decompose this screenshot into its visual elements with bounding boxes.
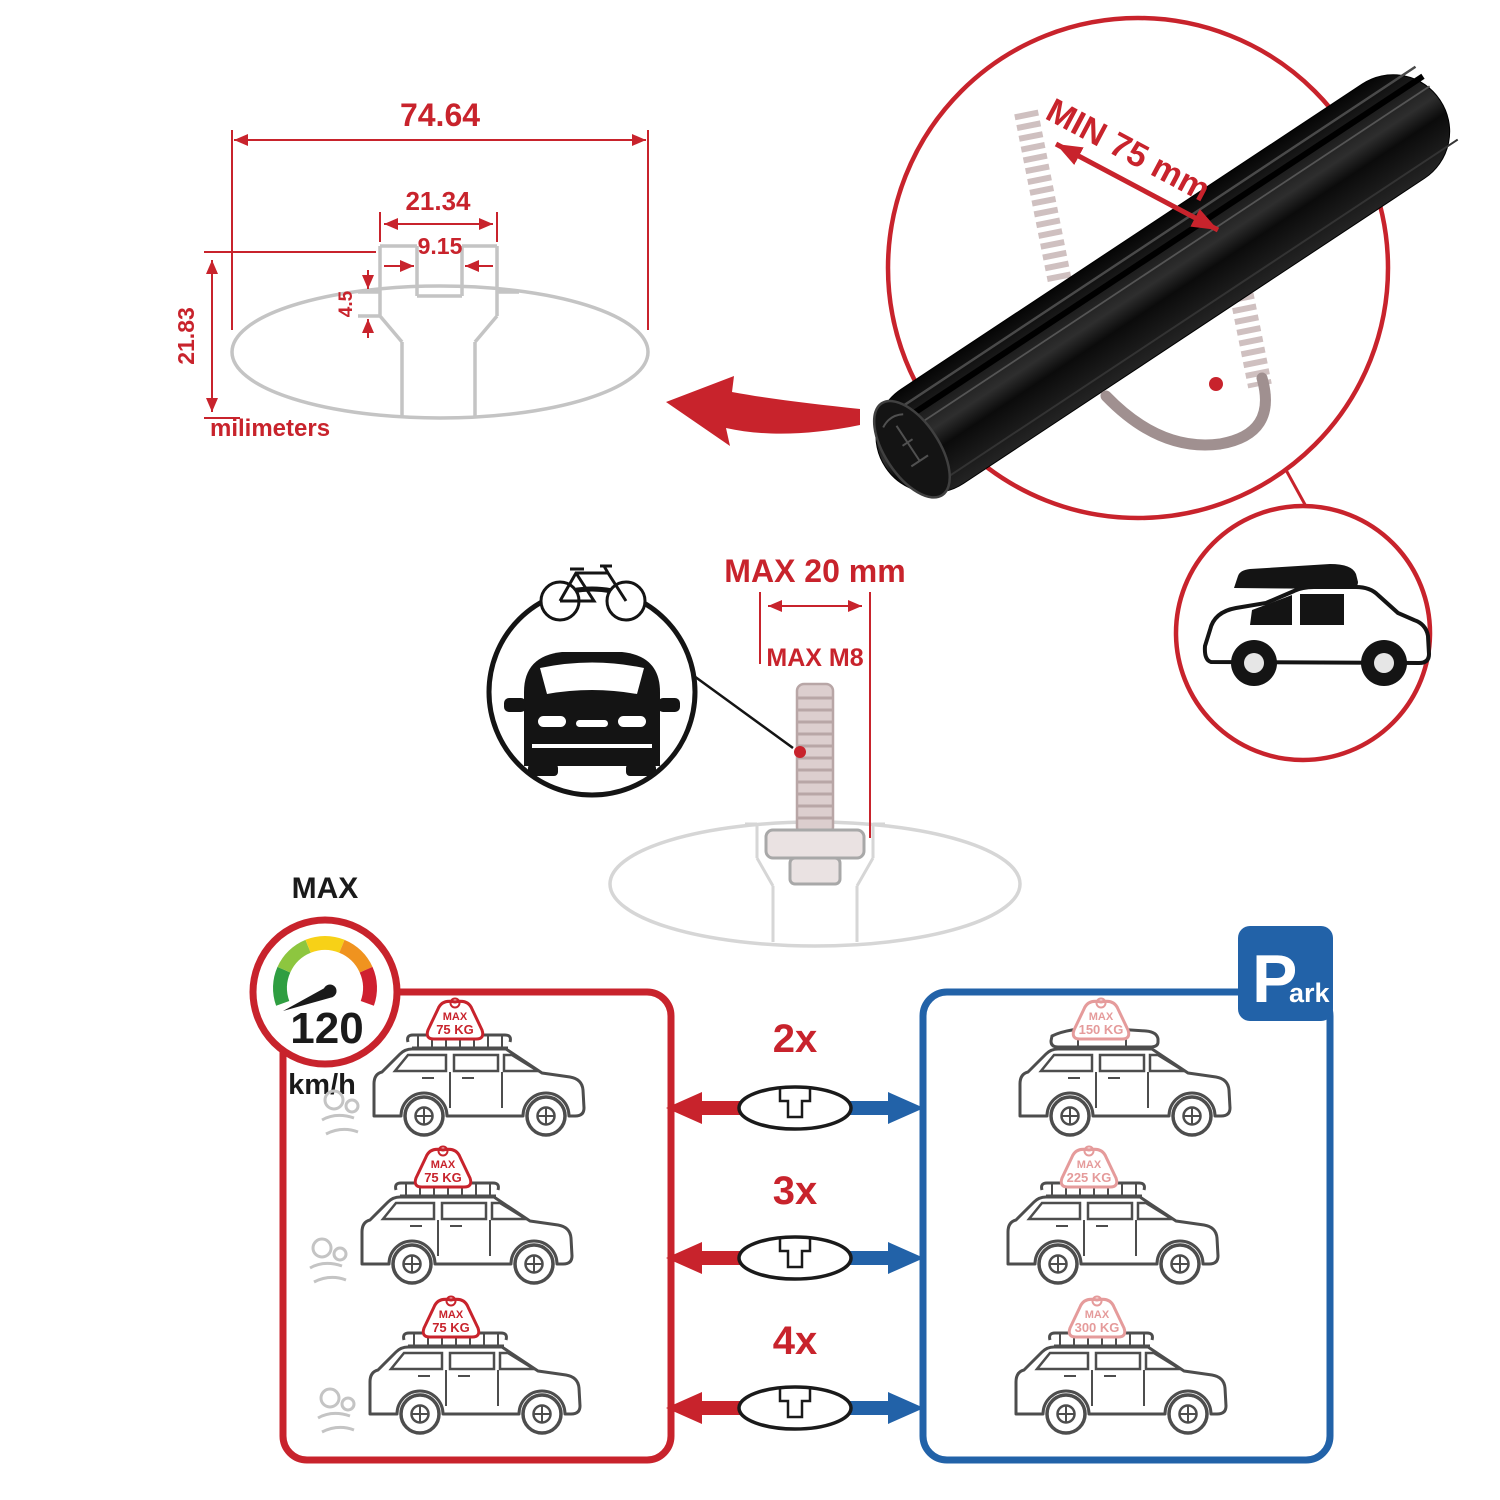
label-total-width: 74.64 [400, 97, 480, 133]
gauge-max-label: MAX [292, 872, 359, 905]
label-units: milimeters [210, 415, 330, 442]
label-bolt-max-width: MAX 20 mm [724, 553, 905, 589]
badge-max-label: MAX [1077, 1159, 1102, 1171]
gauge-hub [323, 984, 337, 998]
badge-weight: 75 KG [432, 1320, 470, 1335]
clamp-threaded-rod-left [1014, 109, 1072, 285]
badge-weight: 300 KG [1075, 1320, 1120, 1335]
roof-box-icon [1234, 564, 1358, 589]
bolt-threads [797, 696, 833, 820]
load-badge-parked-1: MAX 150 KG [1071, 997, 1131, 1041]
suv-roofbox-badge [1173, 503, 1433, 763]
car-mirror-right [658, 698, 680, 712]
badge-max-label: MAX [1085, 1309, 1110, 1321]
badge-weight: 75 KG [424, 1170, 462, 1185]
load-badge-driving-1: MAX 75 KG [425, 997, 485, 1041]
park-sign-plate [1238, 926, 1333, 1021]
car-mirror-left [504, 698, 526, 712]
park-sign-suffix: ark [1289, 978, 1331, 1008]
circle-connector-line [1284, 469, 1310, 511]
driving-row-3: MAX 75 KG [316, 1295, 582, 1435]
bolt-foot [788, 856, 842, 886]
gauge-units: km/h [288, 1069, 356, 1101]
load-badge-parked-3: MAX 300 KG [1067, 1295, 1127, 1339]
badge-weight: 150 KG [1079, 1022, 1124, 1037]
car-headlight-left [538, 716, 566, 727]
detail-pointer-arrow [666, 376, 860, 446]
badge-max-label: MAX [1089, 1011, 1114, 1023]
bike-car-badge [486, 564, 698, 798]
left-arrow-icon [666, 1392, 702, 1424]
gauge-value: 120 [290, 1004, 363, 1053]
count-label-1: 2x [773, 1017, 818, 1061]
bolt-extension-lines [759, 592, 871, 838]
suv-wheel-front-rim [1244, 653, 1264, 673]
right-arrow-icon [888, 1092, 924, 1124]
load-badge-driving-2: MAX 75 KG [413, 1145, 473, 1189]
park-sign: P ark [1238, 926, 1333, 1021]
crossbar-cross-section-icon [737, 1385, 853, 1431]
badge-weight: 225 KG [1067, 1170, 1112, 1185]
label-channel-width: 21.34 [405, 186, 471, 216]
parked-row-2: MAX 225 KG [1006, 1145, 1220, 1285]
count-label-2: 3x [773, 1169, 818, 1213]
left-arrow-icon [666, 1092, 702, 1124]
bolt-connector-line [693, 674, 794, 750]
label-total-height: 21.83 [173, 307, 199, 365]
crossbar-cross-section-icon [737, 1235, 853, 1281]
crossbar-count-row-3: 4x [666, 1319, 924, 1431]
crossbar-detail-circle: MIN 75 mm [872, 15, 1459, 521]
cross-section-slot [778, 1387, 812, 1419]
bolt-point-dot [794, 746, 806, 758]
car-headlight-right [618, 716, 646, 727]
count-label-3: 4x [773, 1319, 818, 1363]
right-arrow-icon [888, 1242, 924, 1274]
badge-max-label: MAX [431, 1159, 456, 1171]
crossbar-3d-render [872, 65, 1459, 499]
min-span-arrow [1054, 141, 1220, 233]
clamp-strap [1100, 372, 1271, 451]
load-badge-parked-2: MAX 225 KG [1059, 1145, 1119, 1189]
park-sign-letter: P [1252, 941, 1297, 1017]
clamp-point-dot [1209, 377, 1223, 391]
crossbar-dimension-diagram: 74.64 21.34 9.15 4.5 21.83 milimeters [173, 97, 650, 442]
car-windshield [540, 662, 644, 694]
parked-row-3: MAX 300 KG [1014, 1295, 1228, 1435]
left-arrow-icon [666, 1242, 702, 1274]
badge-max-label: MAX [443, 1011, 468, 1023]
speed-limit-gauge: MAX 120 km/h [249, 872, 401, 1101]
crossbar-cross-section-icon [737, 1085, 853, 1131]
badge-max-label: MAX [439, 1309, 464, 1321]
driving-row-2: MAX 75 KG [308, 1145, 574, 1285]
gauge-needle [283, 985, 333, 1011]
label-bolt-max-thread: MAX M8 [766, 644, 863, 672]
dimension-extension-lines [204, 130, 649, 419]
badge-weight: 75 KG [436, 1022, 474, 1037]
gauge-arc-icon [273, 936, 377, 1006]
crossbar-count-row-2: 3x [666, 1169, 924, 1281]
cross-section-slot [778, 1237, 812, 1269]
label-lip-height: 4.5 [336, 290, 357, 317]
cross-section-slot [778, 1087, 812, 1119]
load-badge-driving-3: MAX 75 KG [421, 1295, 481, 1339]
car-wheel-left [528, 764, 558, 776]
suv-wheel-rear-rim [1374, 653, 1394, 673]
right-arrow-icon [888, 1392, 924, 1424]
crossbar-count-row-1: 2x [666, 1017, 924, 1131]
car-wheel-right [626, 764, 656, 776]
crossbar-profile-oval [230, 284, 650, 420]
suv-windows [1250, 594, 1344, 625]
bike-icon [539, 564, 647, 622]
driving-row-1: MAX 75 KG [320, 997, 586, 1137]
bolt-diagram: MAX 20 mm MAX M8 [608, 553, 1022, 948]
car-grille [576, 720, 608, 727]
slot-profile-faint [745, 822, 885, 942]
crossbar-profile-channel [358, 244, 519, 416]
label-slot-width: 9.15 [418, 233, 463, 259]
parked-row-1: MAX 150 KG [1018, 997, 1232, 1137]
bolt-t-head [764, 828, 866, 860]
